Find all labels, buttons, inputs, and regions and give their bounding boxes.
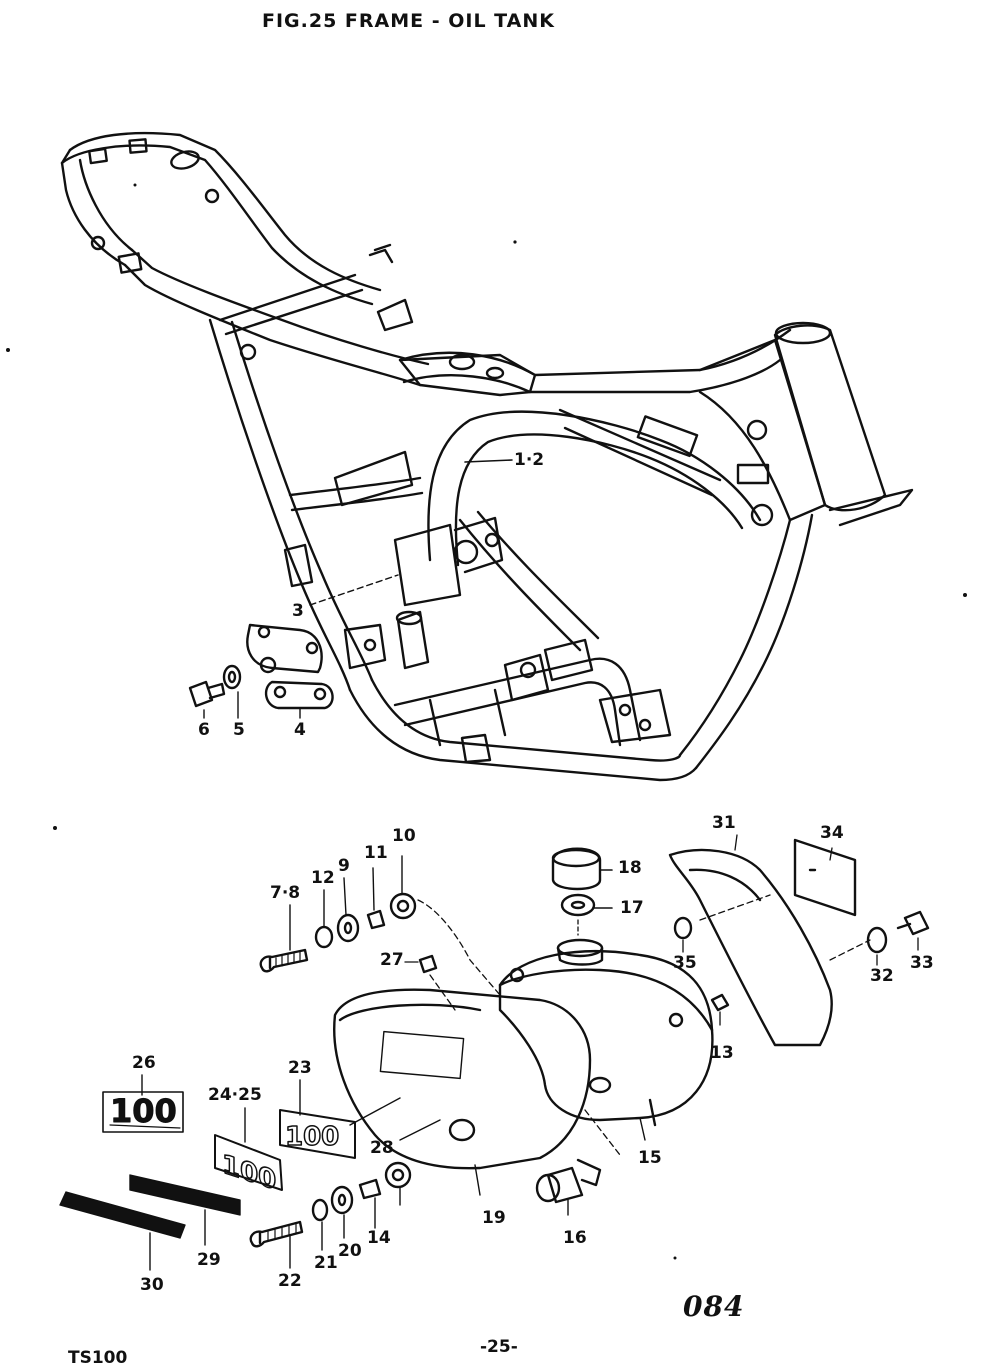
callout-27: 27 [380,950,404,970]
callout-1-2: 1·2 [514,450,545,470]
callout-18: 18 [618,858,642,878]
callout-35: 35 [673,953,697,973]
callout-26: 26 [132,1053,156,1073]
callout-19: 19 [482,1208,506,1228]
left-cover [668,834,871,1047]
callout-20: 20 [338,1241,362,1261]
oil-cap [551,847,613,891]
callout-14: 14 [367,1228,391,1248]
callout-4: 4 [294,720,306,740]
badge-100-cover: 100 [285,1122,339,1152]
callout-15: 15 [638,1148,662,1168]
callout-12: 12 [311,868,335,888]
callout-33: 33 [910,953,934,973]
drain-plug [535,1109,621,1216]
callout-6: 6 [198,720,210,740]
badge-100-large: 100 [110,1092,177,1130]
frame [60,131,914,782]
handwritten-code: 084 [683,1290,745,1323]
print-specks [6,183,967,1260]
lower-fasteners [249,1161,412,1269]
callout-29: 29 [197,1250,221,1270]
upper-fasteners [259,855,501,1011]
callout-17: 17 [620,898,644,918]
callout-28: 28 [370,1138,394,1158]
callout-13: 13 [710,1043,734,1063]
callout-7-8: 7·8 [270,883,301,903]
side-cover [333,988,592,1196]
callout-9: 9 [338,856,350,876]
callout-23: 23 [288,1058,312,1078]
callout-31: 31 [712,813,736,833]
model-label: TS100 [68,1348,128,1368]
callout-22: 22 [278,1271,302,1291]
callout-30: 30 [140,1275,164,1295]
cap-gasket [560,893,613,936]
bracket-parts [188,623,334,719]
callout-32: 32 [870,966,894,986]
callout-5: 5 [233,720,245,740]
callout-24-25: 24·25 [208,1085,262,1105]
oil-tank [498,938,714,1127]
callout-10-upper: 10 [392,826,416,846]
callout-16: 16 [563,1228,587,1248]
figure-title: FIG.25 FRAME - OIL TANK [262,10,555,32]
callout-34: 34 [820,823,844,843]
page-number: -25- [480,1337,518,1357]
callout-11: 11 [364,843,388,863]
callout-21: 21 [314,1253,338,1273]
callout-3: 3 [292,601,304,621]
